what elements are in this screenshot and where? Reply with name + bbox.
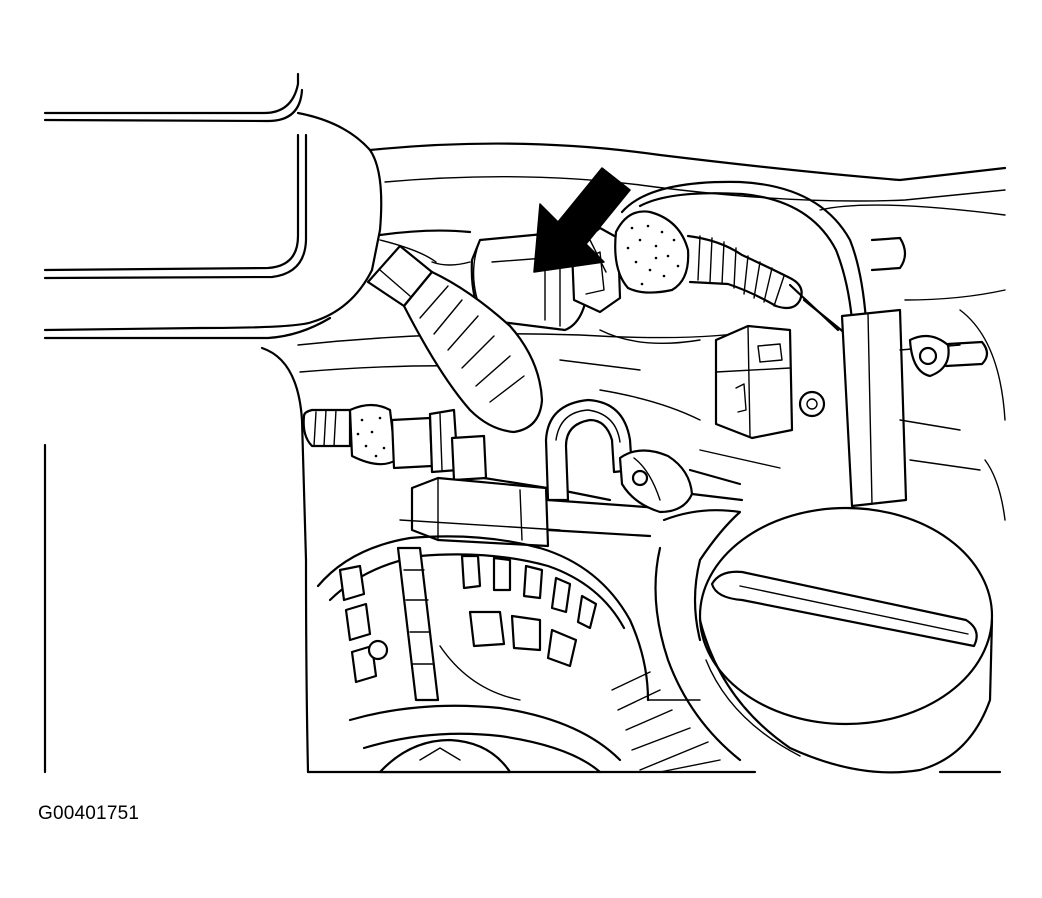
vacuum-hose xyxy=(620,180,989,508)
alternator xyxy=(316,535,721,774)
sensor-harness xyxy=(614,210,848,336)
electrical-connector-block xyxy=(714,324,826,440)
detail-strokes xyxy=(379,239,981,471)
left-harness-connector xyxy=(302,403,488,482)
loop-hose xyxy=(544,398,634,502)
oil-filler-cap xyxy=(654,506,994,774)
air-intake-housing xyxy=(43,72,383,340)
figure-code: G00401751 xyxy=(38,803,140,824)
eyelet-bracket xyxy=(618,449,744,514)
pointer-arrow xyxy=(533,167,631,273)
injector-assembly xyxy=(366,244,544,434)
